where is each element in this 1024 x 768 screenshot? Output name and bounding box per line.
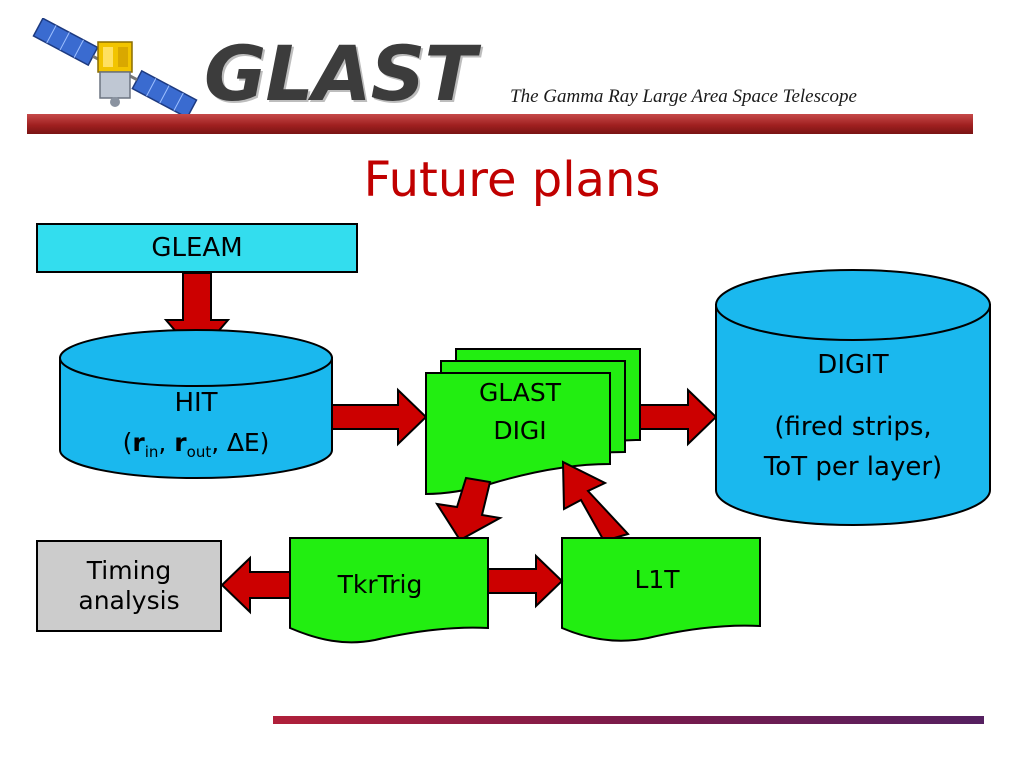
digit-line-2: ToT per layer) xyxy=(763,452,943,482)
glast-digi-documents xyxy=(425,348,641,496)
arrow-hit-to-digi xyxy=(331,387,428,447)
gleam-label: GLEAM xyxy=(151,233,243,263)
tkrtrig-document xyxy=(289,537,489,644)
hit-r-in-subscript: in xyxy=(144,443,159,461)
hit-r-in: r xyxy=(132,428,145,457)
timing-label-1: Timing xyxy=(86,556,172,585)
timing-label-2: analysis xyxy=(78,586,180,615)
arrow-l1t-to-digi xyxy=(561,460,630,543)
header-bar xyxy=(27,114,973,134)
tagline: The Gamma Ray Large Area Space Telescope xyxy=(510,86,857,107)
hit-database xyxy=(59,329,333,479)
hit-title: HIT xyxy=(174,388,218,418)
timing-analysis-box: Timing analysis xyxy=(36,540,222,632)
satellite-icon xyxy=(32,18,198,118)
hit-paren-open: ( xyxy=(122,428,133,457)
arrow-digi-to-tkrtrig xyxy=(434,476,504,542)
arrow-digi-to-digit xyxy=(639,387,718,447)
glast-digi-label-1: GLAST xyxy=(478,378,562,407)
hit-r-out: r xyxy=(174,428,187,457)
footer-line xyxy=(273,716,984,724)
hit-sep-1: , xyxy=(158,428,175,457)
l1t-document xyxy=(561,537,761,642)
digit-title: DIGIT xyxy=(817,350,889,380)
hit-subtitle: (rin, rout, ∆E) xyxy=(66,428,326,461)
glast-digi-label-2: DIGI xyxy=(493,416,547,445)
arrow-tkrtrig-to-timing xyxy=(220,555,291,615)
gleam-box: GLEAM xyxy=(36,223,358,273)
brand-logo-text: GLAST xyxy=(204,29,476,118)
l1t-label: L1T xyxy=(634,565,680,594)
hit-delta-e: ∆E) xyxy=(227,428,270,457)
tkrtrig-label: TkrTrig xyxy=(337,570,423,599)
digit-line-1: (fired strips, xyxy=(774,412,932,442)
hit-r-out-subscript: out xyxy=(186,443,212,461)
slide-title: Future plans xyxy=(363,152,661,208)
hit-sep-2: , xyxy=(211,428,228,457)
arrow-tkrtrig-to-l1t xyxy=(487,553,564,609)
digit-database xyxy=(715,269,991,526)
